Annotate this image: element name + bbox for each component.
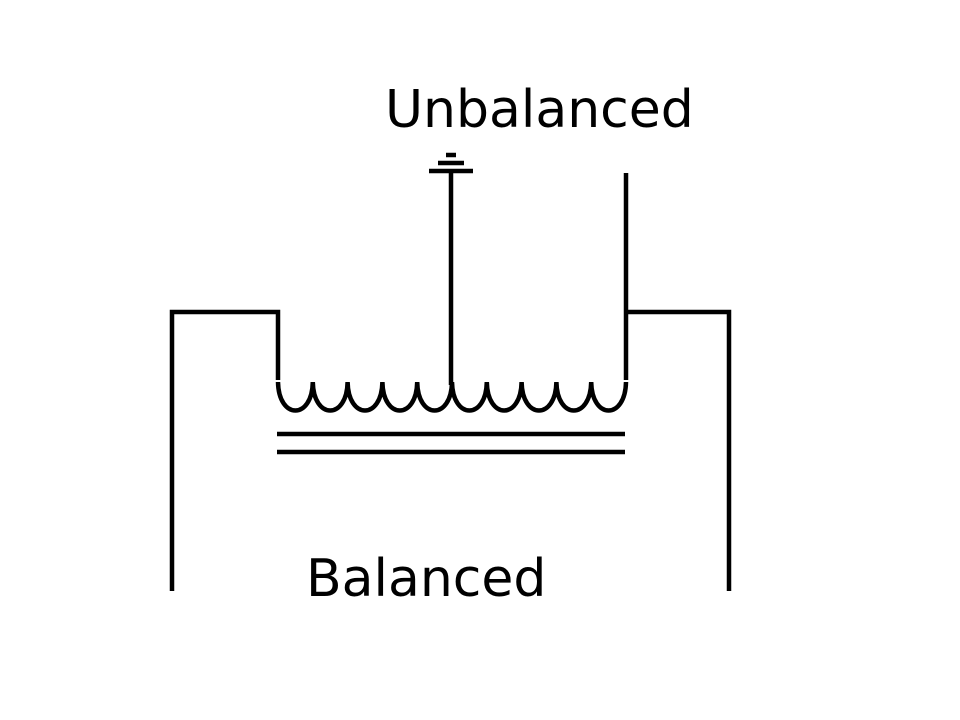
balanced-left-lead — [169, 309, 281, 591]
balanced-label: Balanced — [306, 549, 547, 609]
balanced-right-lead — [627, 309, 732, 591]
transformer-winding — [275, 381, 629, 413]
ground-icon — [429, 152, 473, 174]
unbalanced-label: Unbalanced — [385, 80, 694, 140]
